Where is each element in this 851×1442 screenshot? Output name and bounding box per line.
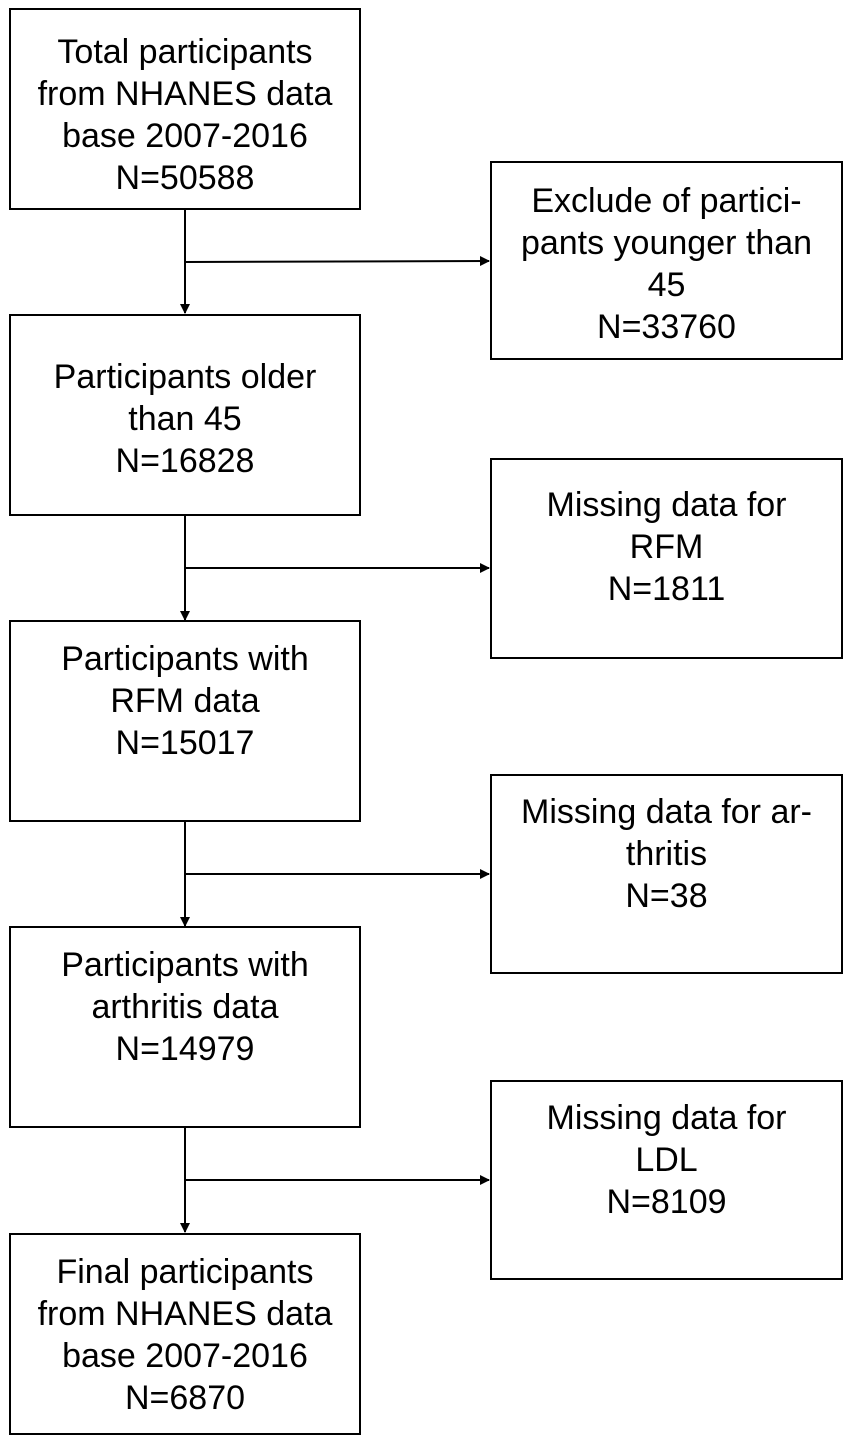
exclusion-line: pants younger than [520,224,813,262]
step-total-participants: Total participants from NHANES data base… [9,8,361,210]
step-line: Final participants [56,1253,314,1291]
exclusion-count: N=38 [625,877,708,915]
step-line: Participants older [53,358,317,396]
exclusion-line: 45 [647,266,686,304]
exclusion-count: N=8109 [606,1183,727,1221]
step-count: N=14979 [115,1030,255,1068]
step-count: N=16828 [115,442,255,480]
exclusion-line: Missing data for [546,1099,787,1137]
step-line: Total participants [57,33,313,71]
exclusion-arrow-age [184,256,490,267]
exclusion-line: RFM [629,528,704,566]
exclusion-count: N=1811 [607,570,726,608]
step-count: N=6870 [124,1379,246,1417]
step-line: base 2007-2016 [62,1337,308,1375]
exclusion-line: Missing data for ar- [521,793,812,831]
exclusion-line: Exclude of partici- [531,182,802,220]
exclusion-missing-ldl: Missing data for LDL N=8109 [490,1080,843,1280]
exclusion-line: thritis [625,835,708,873]
step-line: than 45 [128,400,242,438]
step-participants-older-45: Participants older than 45 N=16828 [9,314,361,516]
step-count: N=15017 [115,724,255,762]
step-line: from NHANES data [37,1295,333,1333]
exclusion-count: N=33760 [597,308,736,346]
step-final-participants: Final participants from NHANES data base… [9,1233,361,1435]
step-line: from NHANES data [37,75,333,113]
exclusion-line: Missing data for [546,486,787,524]
step-line: Participants with [61,640,309,678]
step-participants-rfm-data: Participants with RFM data N=15017 [9,620,361,822]
step-count: N=50588 [115,159,255,197]
step-participants-arthritis-data: Participants with arthritis data N=14979 [9,926,361,1128]
step-line: Participants with [61,946,309,984]
exclusion-line: LDL [635,1141,698,1179]
exclusion-missing-arthritis: Missing data for ar- thritis N=38 [490,774,843,974]
step-line: RFM data [110,682,260,720]
exclusion-missing-rfm: Missing data for RFM N=1811 [490,458,843,659]
exclusion-younger-than-45: Exclude of partici- pants younger than 4… [490,161,843,360]
step-line: arthritis data [91,988,279,1026]
step-line: base 2007-2016 [62,117,308,155]
